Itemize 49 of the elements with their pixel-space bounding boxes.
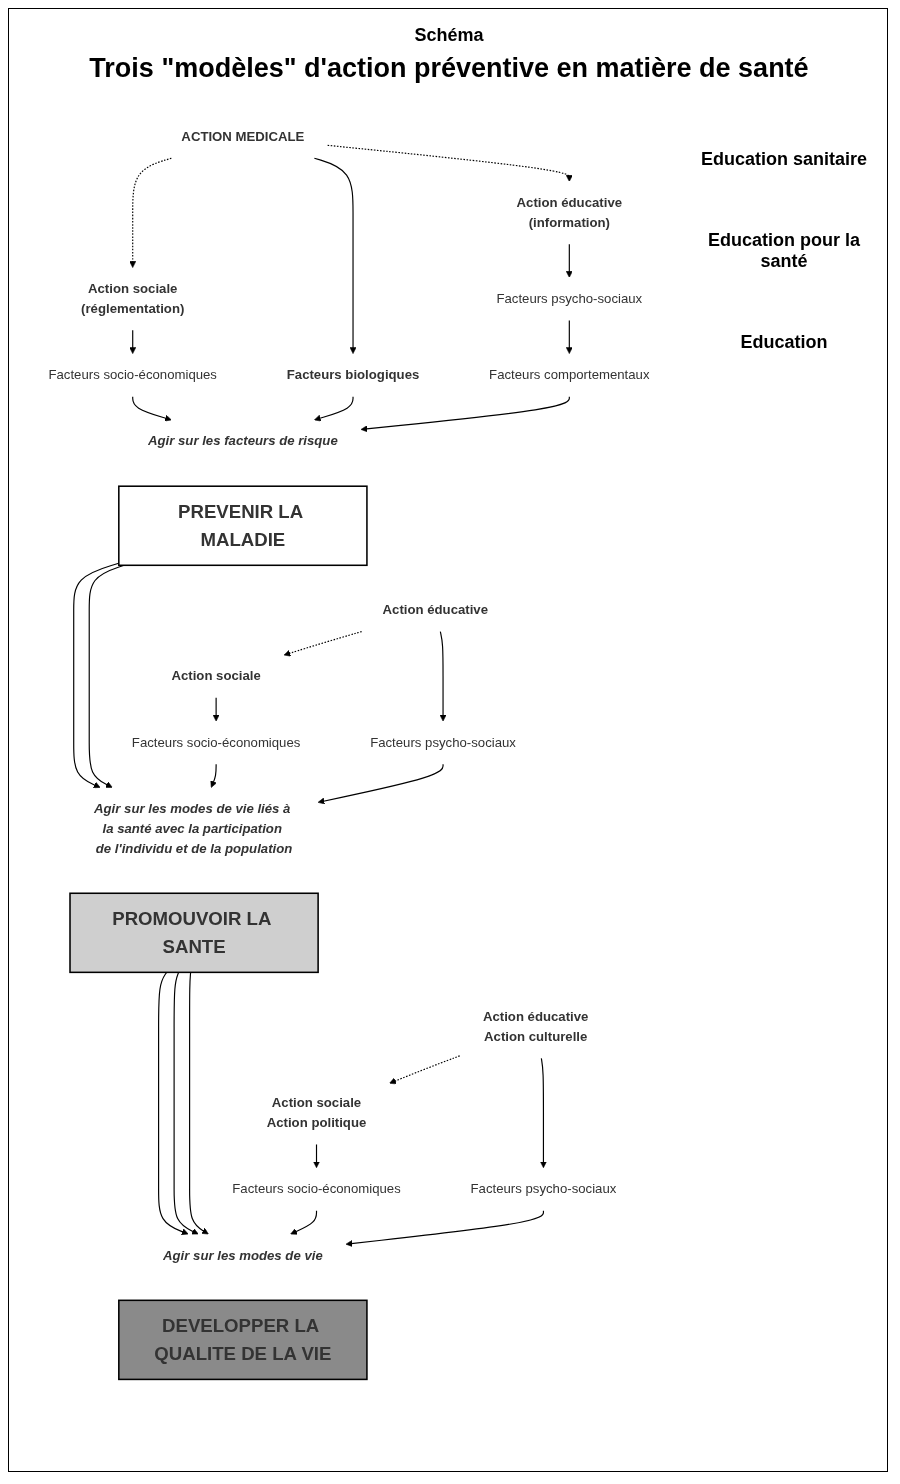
node-text: Action éducative Action culturelle	[482, 1009, 589, 1045]
node-text: Facteurs psycho-sociaux	[470, 1181, 617, 1197]
arrow	[173, 971, 199, 1235]
arrow	[212, 697, 220, 722]
node-box: DEVELOPPER LA QUALITE DE LA VIE	[118, 1299, 368, 1381]
arrow	[565, 243, 573, 278]
arrow	[158, 971, 189, 1235]
node-text: Agir sur les modes de vie liés à la santé avec la participation de l'individu et de la population	[94, 801, 293, 856]
node-text: Facteurs biologiques	[286, 367, 420, 383]
node-box: PROMOUVOIR LA SANTE	[69, 892, 319, 974]
section-heading: Education	[739, 332, 829, 353]
node-text: Action sociale	[171, 668, 261, 684]
arrow	[540, 1057, 547, 1169]
node-box: PREVENIR LA MALADIE	[118, 485, 368, 567]
arrow	[210, 763, 217, 788]
arrow	[360, 396, 570, 433]
node-text: Facteurs comportementaux	[489, 367, 650, 383]
arrow	[317, 763, 444, 805]
arrow	[73, 562, 120, 789]
arrow	[290, 1210, 318, 1235]
title: Trois "modèles" d'action préventive en matière de santé	[88, 53, 810, 84]
node-text: Action éducative (information)	[516, 195, 623, 230]
node-text: Action sociale Action politique	[266, 1095, 367, 1131]
node-text: Agir sur les modes de vie	[163, 1247, 323, 1263]
arrow	[313, 1143, 320, 1169]
node-text: Action sociale (réglementation)	[81, 281, 185, 317]
arrow	[283, 631, 363, 657]
arrow	[389, 1055, 461, 1085]
subtitle: Schéma	[413, 25, 485, 46]
section-heading: Education pour la santé	[707, 230, 861, 272]
arrow	[565, 319, 573, 354]
arrow	[313, 157, 357, 354]
section-heading: Education sanitaire	[699, 149, 868, 170]
node-text: ACTION MEDICALE	[181, 129, 305, 144]
arrow	[129, 329, 137, 354]
arrow	[439, 631, 447, 722]
node-text: Action éducative	[382, 602, 489, 618]
arrow	[132, 396, 172, 422]
node-text: Facteurs psycho-sociaux	[496, 291, 643, 307]
node-text: Facteurs psycho-sociaux	[370, 735, 516, 750]
arrow	[345, 1210, 545, 1247]
node-text: Agir sur les facteurs de risque	[148, 433, 338, 449]
arrow	[189, 971, 209, 1235]
node-text: Facteurs socio-économiques	[48, 367, 217, 383]
arrow	[129, 157, 172, 268]
arrow	[327, 144, 573, 182]
arrow	[314, 396, 354, 422]
node-text: Facteurs socio-économiques	[232, 1181, 401, 1197]
node-text: Facteurs socio-économiques	[131, 735, 301, 750]
